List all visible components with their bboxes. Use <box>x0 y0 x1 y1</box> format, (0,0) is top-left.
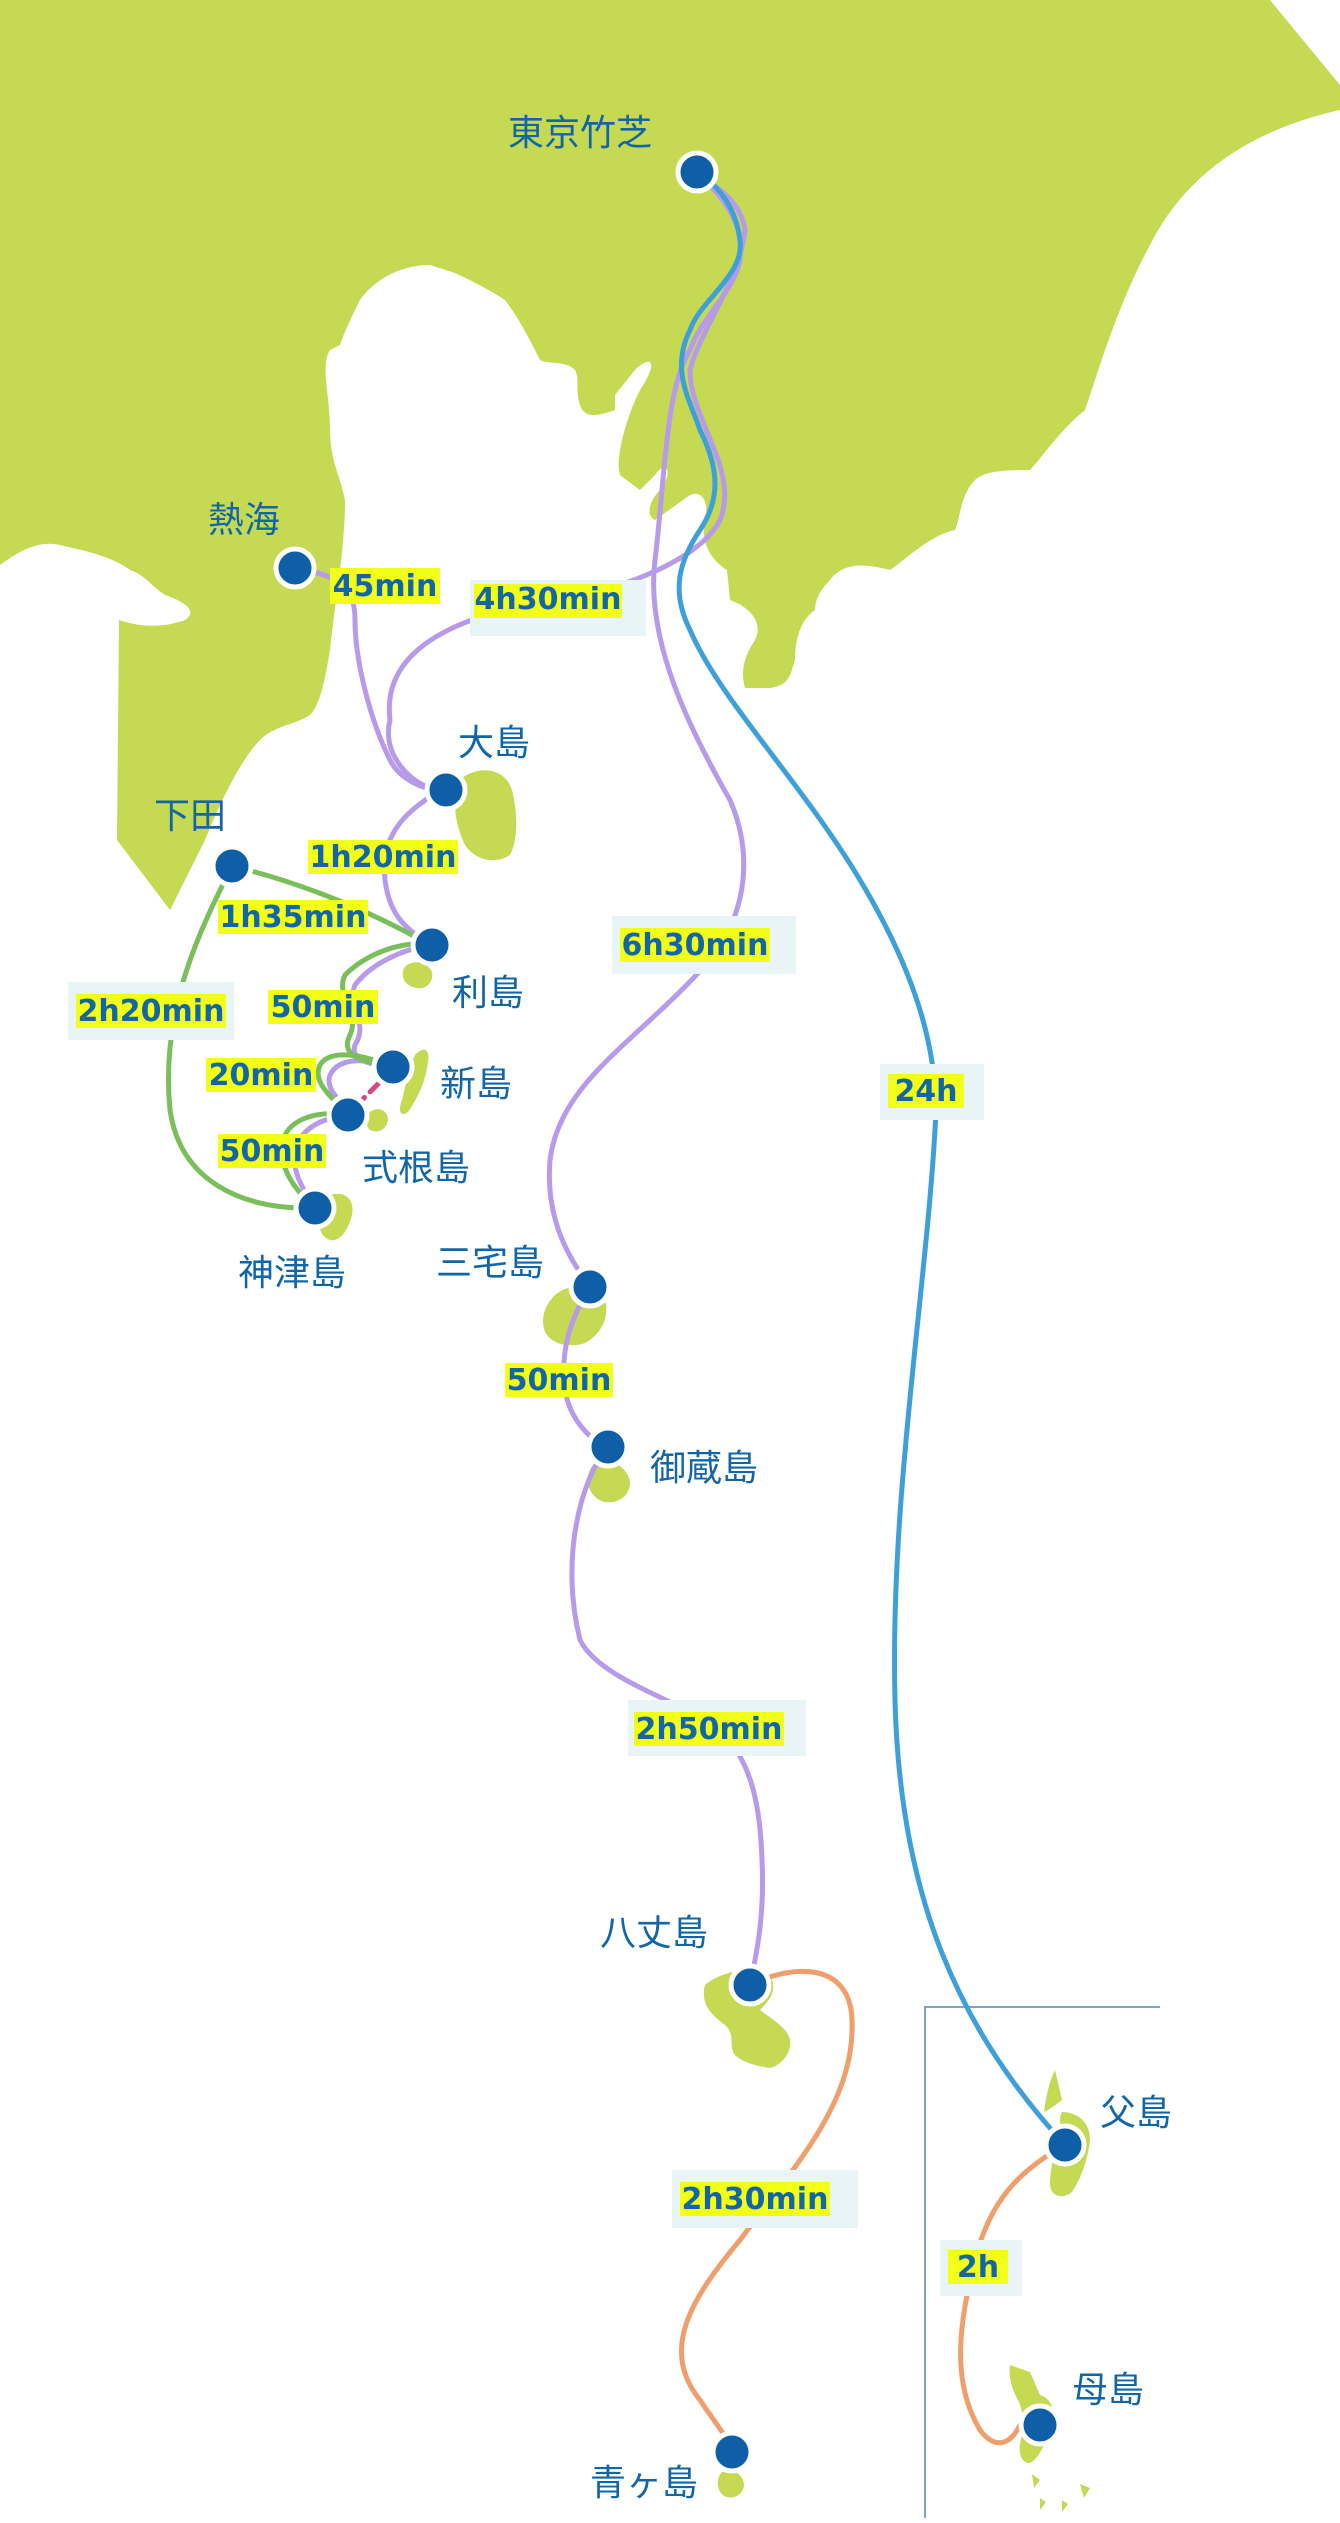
route-tokyo-chichijima <box>676 169 1068 2148</box>
port-mikurajima[interactable] <box>586 1425 630 1469</box>
port-chichijima[interactable] <box>1043 2123 1087 2167</box>
port-aogashima[interactable] <box>710 2430 754 2474</box>
duration-labels: 4h30min 45min 1h20min 1h35min 2h20min 50… <box>68 568 1022 2296</box>
port-shikinejima[interactable] <box>326 1093 370 1137</box>
duration-text: 2h50min <box>636 1712 783 1747</box>
duration-shimoda-kozushima: 2h20min <box>68 982 234 1040</box>
island-oshima <box>454 770 517 861</box>
port-shimoda[interactable] <box>210 844 254 888</box>
route-chichijima-hahajima <box>958 2142 1068 2445</box>
island-toshima <box>402 962 433 989</box>
route-niijima-shikinejima-connector <box>359 1079 383 1103</box>
place-label-tokyo: 東京竹芝 <box>508 113 652 154</box>
mainland-honshu <box>0 0 1340 910</box>
duration-tokyo-chichijima: 24h <box>880 1064 984 1120</box>
place-label-niijima: 新島 <box>440 1064 512 1105</box>
ogasawara-inset-frame <box>924 2006 1160 2518</box>
duration-text: 6h30min <box>622 928 769 963</box>
island-mikurajima <box>587 1461 630 1503</box>
duration-toshima-niijima: 50min <box>268 990 378 1025</box>
port-kozushima[interactable] <box>293 1186 337 1230</box>
duration-niijima-shikinejima: 20min <box>206 1058 316 1093</box>
duration-shimoda-toshima: 1h35min <box>218 900 368 935</box>
routes-layer <box>165 169 1068 2455</box>
duration-text: 50min <box>507 1363 612 1398</box>
duration-text: 4h30min <box>475 582 622 617</box>
duration-oshima-toshima: 1h20min <box>308 840 458 875</box>
duration-text: 2h30min <box>682 2182 829 2217</box>
duration-text: 2h <box>957 2250 999 2285</box>
duration-miyakejima-mikurajima: 50min <box>505 1363 613 1398</box>
port-hahajima[interactable] <box>1018 2403 1062 2447</box>
duration-text: 45min <box>333 569 438 604</box>
route-oshima-toshima <box>381 787 443 948</box>
place-label-kozushima: 神津島 <box>238 1253 346 1294</box>
route-shimoda-kozushima <box>165 863 318 1211</box>
place-label-mikurajima: 御蔵島 <box>650 1448 758 1489</box>
port-toshima[interactable] <box>410 923 454 967</box>
duration-atami-oshima: 45min <box>330 568 440 604</box>
port-atami[interactable] <box>273 546 317 590</box>
duration-text: 1h35min <box>220 900 367 935</box>
duration-hachijojima-aogashima: 2h30min <box>672 2170 858 2228</box>
duration-chichijima-hahajima: 2h <box>940 2240 1022 2296</box>
place-label-hachijojima: 八丈島 <box>600 1913 708 1954</box>
duration-tokyo-oshima: 4h30min <box>470 580 646 636</box>
route-niijima-shikinejima-green <box>315 1052 396 1118</box>
duration-text: 2h20min <box>78 994 225 1029</box>
island-shikinejima <box>365 1109 388 1132</box>
place-labels: 東京竹芝 熱海 大島 下田 利島 新島 式根島 神津島 三宅島 御蔵島 八丈島 … <box>154 113 1172 2504</box>
place-label-toshima: 利島 <box>452 973 524 1014</box>
port-tokyo[interactable] <box>675 150 719 194</box>
duration-shikinejima-kozushima: 50min <box>218 1134 326 1169</box>
place-label-miyakejima: 三宅島 <box>436 1243 544 1284</box>
duration-mikurajima-hachijojima: 2h50min <box>628 1700 806 1756</box>
duration-text: 1h20min <box>310 840 457 875</box>
island-hahajima <box>1009 2365 1090 2512</box>
duration-text: 24h <box>894 1074 957 1109</box>
ports-layer <box>210 150 1087 2474</box>
port-miyakejima[interactable] <box>568 1265 612 1309</box>
place-label-oshima: 大島 <box>458 723 530 764</box>
route-shimoda-toshima <box>229 863 433 948</box>
boso-south <box>740 400 832 611</box>
place-label-aogashima: 青ヶ島 <box>590 2463 698 2504</box>
place-label-atami: 熱海 <box>208 500 280 541</box>
place-label-shikinejima: 式根島 <box>362 1148 470 1189</box>
port-hachijojima[interactable] <box>728 1963 772 2007</box>
boso-peninsula <box>680 146 885 480</box>
place-label-hahajima: 母島 <box>1072 2370 1144 2411</box>
port-oshima[interactable] <box>424 768 468 812</box>
route-tokyo-miyakejima <box>546 169 747 1290</box>
island-aogashima <box>717 2470 744 2498</box>
place-label-shimoda: 下田 <box>154 796 226 837</box>
duration-text: 20min <box>209 1058 314 1093</box>
duration-text: 50min <box>220 1134 325 1169</box>
port-niijima[interactable] <box>371 1045 415 1089</box>
duration-tokyo-miyakejima: 6h30min <box>612 916 796 974</box>
duration-text: 50min <box>271 990 376 1025</box>
island-niijima <box>400 1049 429 1115</box>
place-label-chichijima: 父島 <box>1100 2093 1172 2134</box>
